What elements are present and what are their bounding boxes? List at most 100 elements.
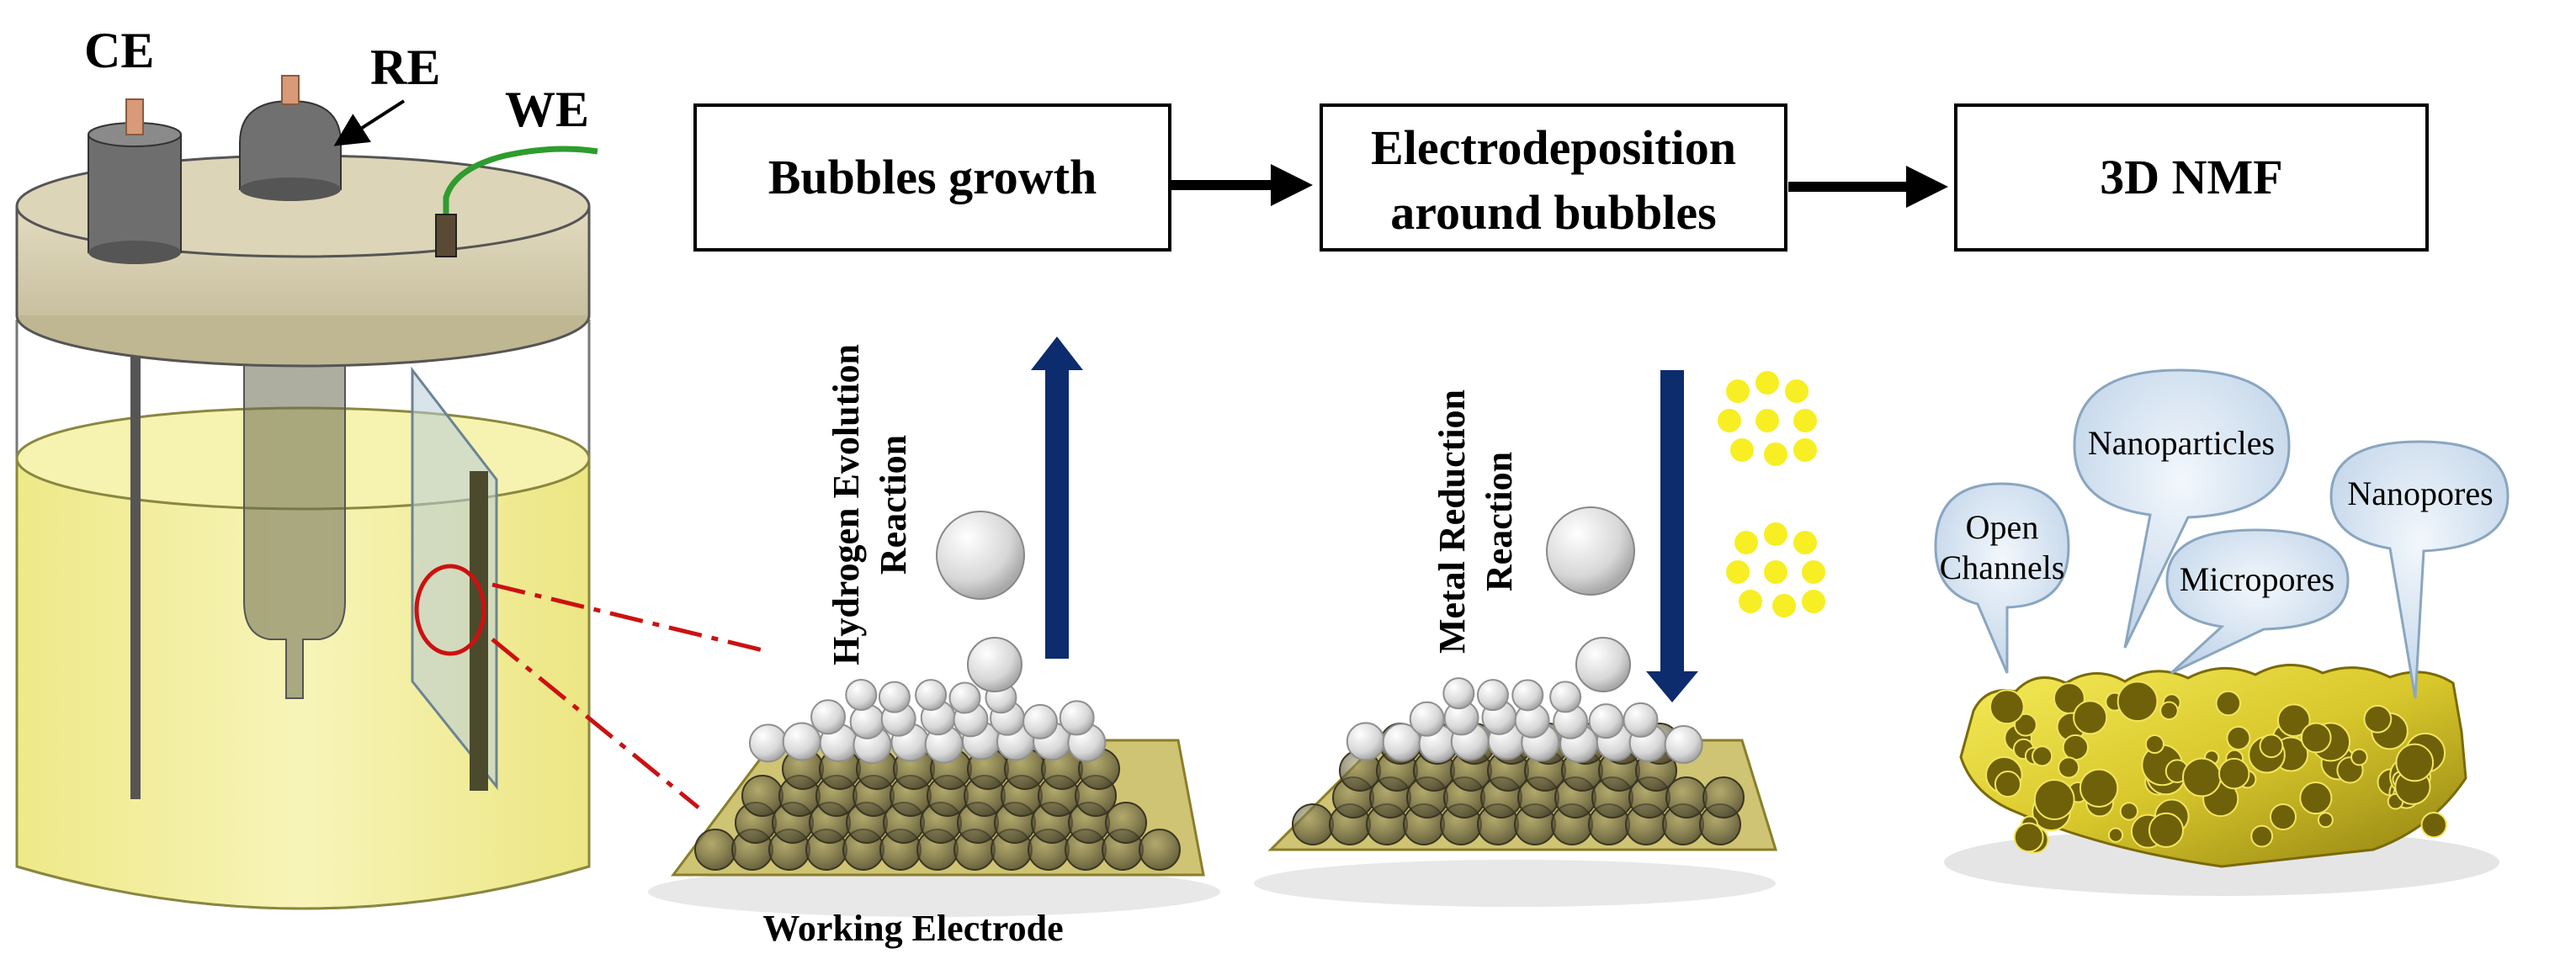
deposited-bubble [1105,802,1147,844]
callout-micropores-text: Micropores [2180,560,2334,598]
surface-bubble [1346,722,1385,761]
nanoparticle [1793,438,1817,462]
her-rising-bubble-small [967,637,1022,692]
foam-pore [2363,704,2393,734]
deposited-bubble [1292,803,1334,845]
we-wire [443,146,598,219]
surface-bubble [878,681,911,713]
nanoparticle [1718,409,1741,432]
deposited-bubble [694,829,736,871]
nanoparticle [1802,590,1825,613]
nanoparticle [1764,442,1787,466]
foam-pore [2013,822,2044,853]
nanoparticle [1734,531,1758,554]
callout-nanoparticles-text: Nanoparticles [2088,424,2275,462]
reference-electrode-tube [243,277,346,699]
foam-pore [2300,722,2332,754]
nanoparticle [1785,379,1809,403]
surface-bubble [845,678,878,711]
mrr-surface-bubbles [1346,677,1703,765]
re-label: RE [370,40,440,95]
reference-electrode-cap [239,75,342,201]
callout-nanoparticles: Nanoparticles [2073,368,2291,649]
foam-pore [2226,725,2251,750]
surface-bubble [782,722,821,761]
foam-pore [2144,734,2164,755]
foam-pore [2181,757,2222,797]
working-electrode-label: Working Electrode [762,908,1063,949]
foam-pore [2250,824,2274,848]
metal-ion-particles [1718,371,1825,617]
surface-bubble [1409,701,1445,737]
foam-pore [2033,779,2075,820]
nanoparticle [1764,522,1787,546]
counter-electrode-connector [88,98,182,264]
foam-pore [2420,811,2447,839]
foam-pore [2117,681,2159,723]
her-label-line1: Hydrogen Evolution [826,344,867,665]
mrr-label-line2: Reaction [1479,452,1520,591]
surface-bubble [810,699,847,735]
flow-box-electrodeposition [1320,103,1787,252]
foam-pore [2107,827,2124,843]
nmf-panel: Open Channels Nanoparticles Micropores N… [1934,368,2510,896]
flow-step1-text: Bubbles growth [768,150,1097,204]
foam-pore [2217,757,2250,790]
surface-bubble [1664,725,1703,765]
deposited-bubble [1139,829,1181,871]
surface-bubble [1022,703,1059,739]
nanoparticle [1726,379,1750,403]
mrr-down-arrow [1660,370,1684,673]
callout-nanopores-text: Nanopores [2347,474,2493,512]
nanoparticle [1755,409,1779,432]
foam-pore [2269,803,2297,831]
callout-open-line1: Open [1966,508,2039,546]
nanoparticle [1772,594,1796,617]
surface-bubble [1623,702,1659,738]
foam-pore [2317,812,2334,829]
surface-bubble [948,681,981,714]
mrr-label-line1: Metal Reduction [1431,389,1473,654]
foam-pore [1994,771,2021,798]
callout-open-line2: Channels [1940,548,2065,586]
ce-label: CE [84,23,154,78]
surface-bubble [915,679,948,712]
foam-pore [2148,812,2185,848]
mrr-bubble-large [1546,506,1635,596]
foam-pore [2073,700,2108,735]
zoom-marker-circle [414,564,486,656]
nanoparticle [1755,371,1779,395]
her-surface-bubbles [748,678,1107,765]
foam-pore [2014,713,2037,737]
nanoparticle [1793,531,1817,554]
foam-pore [2058,756,2080,779]
her-panel: Hydrogen Evolution Reaction Working Elec… [648,336,1220,949]
nmf-pores [1985,681,2447,854]
foam-pore [2299,782,2333,815]
nanoparticle [1793,409,1817,432]
surface-bubble [1476,679,1509,712]
foam-pore [2350,748,2368,766]
surface-bubble [1588,703,1624,739]
deposited-bubble [1702,776,1745,819]
we-clip [435,214,457,257]
mrr-bubble-small [1575,637,1631,692]
callout-open-channels: Open Channels [1934,482,2070,674]
her-rising-bubble-large [936,511,1025,600]
nanoparticle [1730,438,1754,462]
re-pointer-arrow [333,99,406,146]
surface-bubble [748,723,788,763]
flow-box-3d-nmf [1954,103,2429,252]
zoom-line-bottom [491,638,700,809]
foam-pore [2215,690,2242,717]
nanoparticle [1739,590,1762,613]
surface-bubble [849,703,885,739]
flow-step2-line1: Electrodeposition [1371,120,1736,175]
we-label: WE [505,82,589,137]
foam-pore [2276,703,2311,738]
metal-reduction-panel: Metal Reduction Reaction [1254,370,1825,907]
electrochemical-cell: CE RE WE [15,23,771,910]
foam-pore [2159,701,2179,721]
deposited-bubble [741,775,783,817]
